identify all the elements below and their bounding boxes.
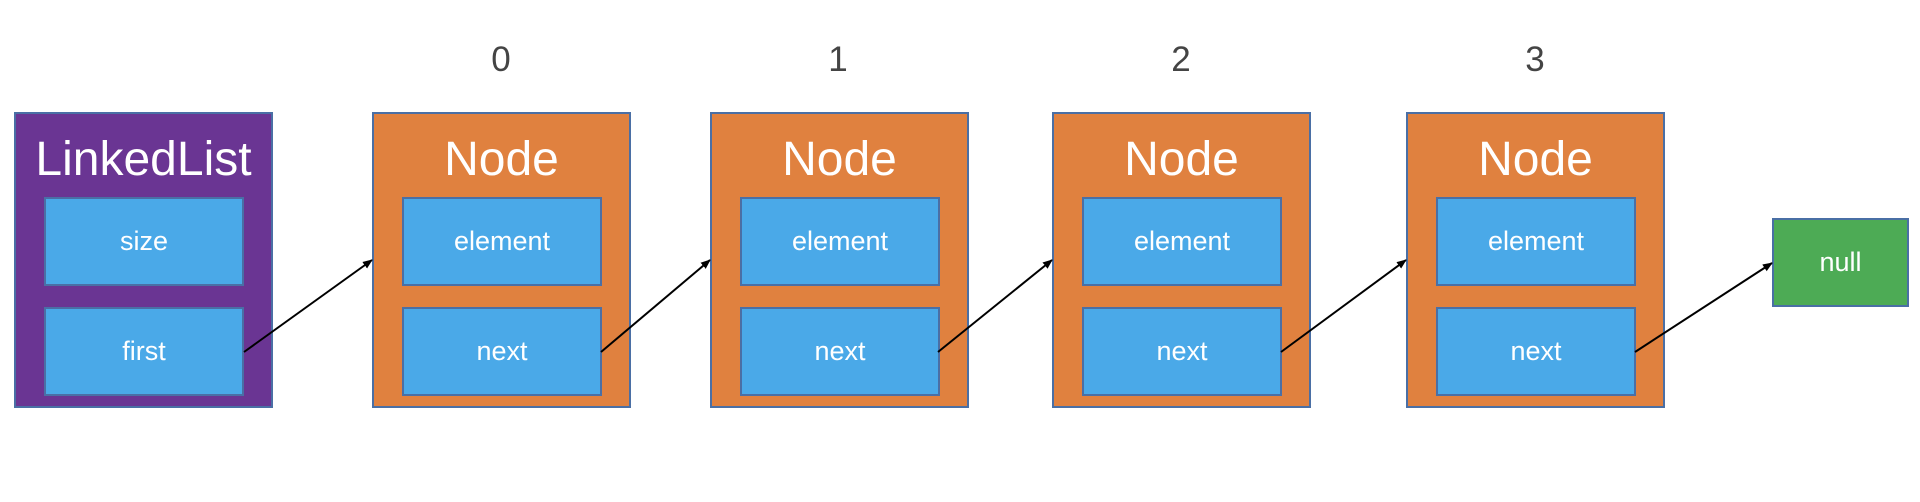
- node2-to-node3-arrow: [1280, 259, 1407, 353]
- element-field: element: [740, 197, 940, 286]
- node-title: Node: [444, 133, 559, 186]
- element-field: element: [402, 197, 602, 286]
- size-field: size: [44, 197, 244, 286]
- next-field: next: [402, 307, 602, 396]
- node-box-2: Node element next: [1052, 112, 1311, 408]
- node1-to-node2-arrow: [937, 259, 1053, 353]
- node-title: Node: [1124, 133, 1239, 186]
- node-box-3: Node element next: [1406, 112, 1665, 408]
- node-index-0: 0: [491, 40, 511, 79]
- linked-list-box: LinkedList size first: [14, 112, 273, 408]
- node-index-2: 2: [1171, 40, 1191, 79]
- node-title: Node: [782, 133, 897, 186]
- node-box-1: Node element next: [710, 112, 969, 408]
- null-box: null: [1772, 218, 1909, 307]
- node-index-1: 1: [828, 40, 848, 79]
- next-field: next: [740, 307, 940, 396]
- next-field: next: [1082, 307, 1282, 396]
- node0-to-node1-arrow: [600, 259, 711, 353]
- linked-list-title: LinkedList: [35, 133, 252, 186]
- node3-to-null-arrow: [1634, 262, 1773, 353]
- element-field: element: [1082, 197, 1282, 286]
- element-field: element: [1436, 197, 1636, 286]
- node-box-0: Node element next: [372, 112, 631, 408]
- next-field: next: [1436, 307, 1636, 396]
- first-to-node0-arrow: [243, 259, 373, 353]
- node-title: Node: [1478, 133, 1593, 186]
- node-index-3: 3: [1525, 40, 1545, 79]
- first-field: first: [44, 307, 244, 396]
